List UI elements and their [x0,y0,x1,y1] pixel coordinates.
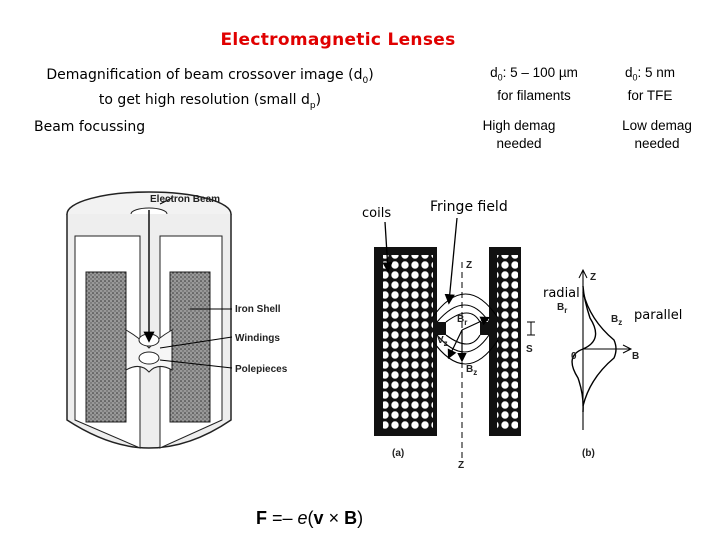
slide-title: Electromagnetic Lenses [220,30,456,50]
filaments-sub: 0 [497,72,503,83]
eq-times: × [324,508,345,528]
lens-cutaway-figure: Electron Beam Iron Shell Windings Polepi… [66,191,288,449]
filaments-value: : 5 – 100 µm [502,65,578,80]
annotation-arrows [382,217,458,305]
parallel-label: parallel [634,308,683,323]
eq-f: F [256,508,267,528]
plot-z-label: Z [590,272,596,283]
electron-beam-label: Electron Beam [150,194,220,205]
plot-bz-label: Bz [611,314,622,327]
demag-text: Demagnification of beam crossover image … [20,66,400,116]
bz-letter: B [466,364,473,375]
tfe-sub: 0 [632,72,638,83]
bz-sub: z [473,368,477,377]
bz-label: Bz [466,364,477,377]
z-top-label: Z [466,260,472,271]
fringe-field-label: Fringe field [430,199,508,215]
lorentz-equation: F =– e(v × B) [256,508,363,528]
plot-br-letter: B [557,302,564,313]
field-plot: Z Br Bz 0 B (b) [557,268,639,459]
demag-line2-end: ) [315,91,322,108]
br-letter: B [457,314,464,325]
filaments-note: d0: 5 – 100 µm for filaments [472,64,596,105]
filaments-d: d [490,65,498,80]
filaments-line2: for filaments [497,87,571,103]
br-sub: r [464,318,467,327]
eq-v: v [314,508,324,528]
plot-bz-sub: z [618,318,622,327]
vz-label: Vz [437,335,448,348]
demag-sub-p: p [309,100,316,111]
plot-zero-label: 0 [571,351,577,362]
coils-label: coils [362,206,392,221]
plot-br-label: Br [557,302,567,315]
fig-b-label: (b) [582,448,595,459]
demag-line1-end: ) [368,67,374,83]
high-demag-note: High demag needed [462,117,576,153]
eq-equals: =– [267,508,298,528]
eq-b: B [344,508,357,528]
tfe-d: d [624,65,633,80]
demag-sub-0: 0 [362,75,369,86]
br-label: Br [457,314,467,327]
windings-label: Windings [235,333,280,344]
tfe-line2: for TFE [627,87,673,103]
high-demag-line2: needed [496,136,542,151]
lens-cross-section: Br Vz Bz Z Z S (a) [374,247,535,471]
tfe-value: : 5 nm [637,65,676,80]
vz-letter: V [437,335,444,346]
tfe-note: d0: 5 nm for TFE [604,64,696,105]
demag-line2: to get high resolution (small d [98,91,310,108]
fig-a-label: (a) [392,448,404,459]
polepieces-label: Polepieces [235,364,288,375]
high-demag-line1: High demag [482,118,556,133]
low-demag-note: Low demag needed [604,117,710,153]
s-label: S [526,344,533,355]
low-demag-line2: needed [634,136,680,151]
demag-line1: Demagnification of beam crossover image … [46,67,363,83]
plot-bz-letter: B [611,314,618,325]
beam-focussing-text: Beam focussing [34,119,146,135]
plot-b-label: B [632,351,639,362]
z-bottom-label: Z [458,460,464,471]
low-demag-line1: Low demag [622,118,692,133]
plot-br-sub: r [564,306,567,315]
eq-close: ) [357,508,363,528]
eq-e: e [298,508,308,528]
vz-sub: z [444,339,448,348]
eq-open: ( [308,508,314,528]
radial-label: radial [543,286,580,301]
iron-shell-label: Iron Shell [235,304,281,315]
